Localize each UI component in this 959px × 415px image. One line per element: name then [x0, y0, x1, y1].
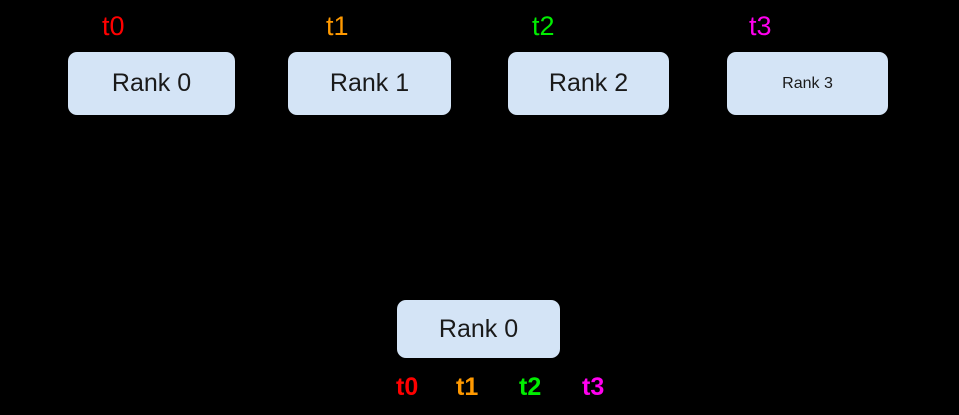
- tick-label-t1-bottom: t1: [456, 373, 479, 401]
- tick-label-t3-bottom: t3: [582, 373, 605, 401]
- rank-box-2: Rank 2: [508, 52, 669, 115]
- tick-label-t3-top: t3: [749, 11, 772, 41]
- tick-label-t1-top: t1: [326, 11, 349, 41]
- rank-box-1: Rank 1: [288, 52, 451, 115]
- tick-label-t0-top: t0: [102, 11, 125, 41]
- tick-label-t2-top: t2: [532, 11, 555, 41]
- tick-label-t2-bottom: t2: [519, 373, 542, 401]
- rank-box-0: Rank 0: [68, 52, 235, 115]
- rank-box-3: Rank 3: [727, 52, 888, 115]
- tick-label-t0-bottom: t0: [396, 373, 419, 401]
- rank-box-0-result: Rank 0: [397, 300, 560, 358]
